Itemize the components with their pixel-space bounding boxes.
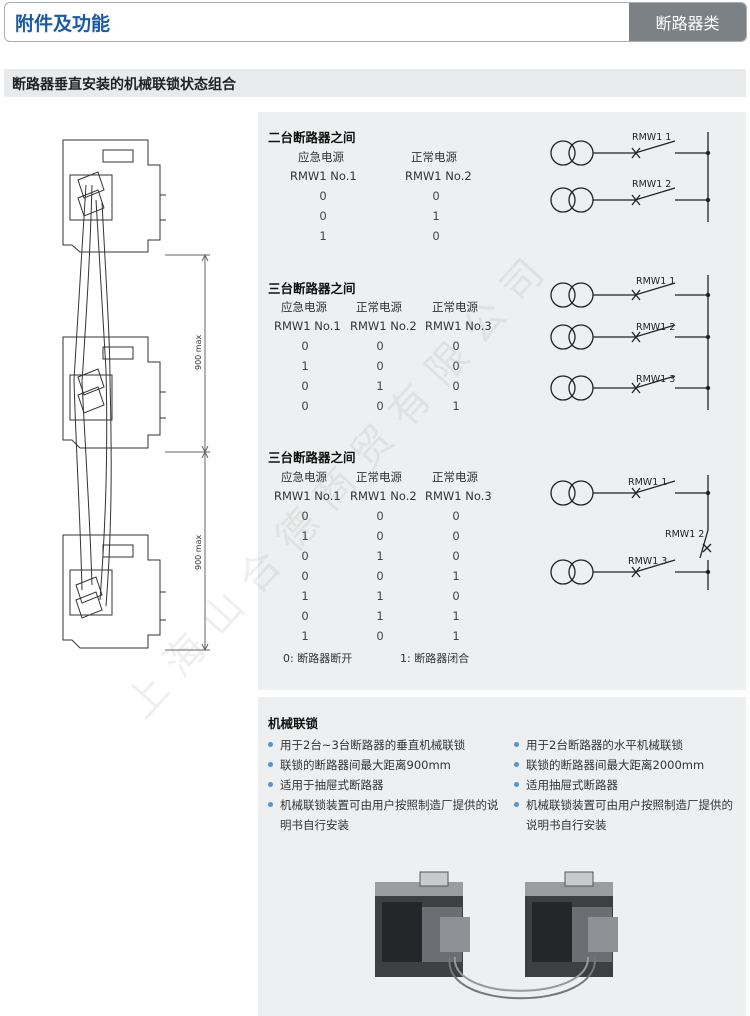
table-cell: 0 bbox=[319, 189, 327, 203]
table-cell: 0 bbox=[452, 589, 460, 603]
diagram-label: RMW1 3 bbox=[636, 374, 675, 385]
table-cell: 0 bbox=[432, 189, 440, 203]
table-cell: 0 bbox=[301, 569, 309, 583]
table-header: 应急电源 bbox=[281, 300, 327, 314]
table-cell: 1 bbox=[301, 359, 309, 373]
table-cell: 0 bbox=[452, 339, 460, 353]
diagram-label: RMW1 3 bbox=[628, 556, 667, 567]
table-cell: 0 bbox=[376, 359, 384, 373]
feature-item: 联锁的断路器间最大距离900mm bbox=[268, 755, 503, 775]
features-list-left: 用于2台~3台断路器的垂直机械联锁 联锁的断路器间最大距离900mm 适用于抽屉… bbox=[268, 735, 503, 835]
diagram-label: RMW1 2 bbox=[665, 529, 704, 540]
table-header: 正常电源 bbox=[432, 470, 478, 484]
table-cell: 0 bbox=[452, 379, 460, 393]
features-list-right: 用于2台断路器的水平机械联锁 联锁的断路器间最大距离2000mm 适用抽屉式断路… bbox=[514, 735, 739, 835]
three-breakers-title: 三台断路器之间 bbox=[268, 281, 356, 296]
table-header: 正常电源 bbox=[411, 150, 457, 164]
table-code: RMW1 No.1 bbox=[290, 169, 357, 183]
table-header: 应急电源 bbox=[298, 150, 344, 164]
page-title: 附件及功能 bbox=[15, 13, 111, 35]
feature-item: 适用于抽屉式断路器 bbox=[268, 775, 503, 795]
table-header: 正常电源 bbox=[356, 300, 402, 314]
table-cell: 0 bbox=[452, 529, 460, 543]
dimension-label-1: 900 max bbox=[194, 334, 203, 370]
table-cell: 0 bbox=[301, 509, 309, 523]
features-title: 机械联锁 bbox=[268, 716, 319, 731]
diagram-label: RMW1 2 bbox=[632, 179, 671, 190]
table-cell: 0 bbox=[301, 379, 309, 393]
table-cell: 1 bbox=[376, 589, 384, 603]
table-cell: 0 bbox=[376, 569, 384, 583]
diagram-label: RMW1 1 bbox=[636, 276, 675, 287]
diagram-label: RMW1 1 bbox=[628, 477, 667, 488]
table-code: RMW1 No.1 bbox=[274, 319, 341, 333]
feature-item: 机械联锁装置可由用户按照制造厂提供的说明书自行安装 bbox=[268, 795, 503, 835]
table-code: RMW1 No.1 bbox=[274, 489, 341, 503]
category-tag: 断路器类 bbox=[629, 3, 746, 41]
header-bar: 附件及功能 断路器类 bbox=[4, 2, 747, 42]
table-code: RMW1 No.3 bbox=[425, 319, 492, 333]
table-cell: 1 bbox=[376, 549, 384, 563]
table-cell: 0 bbox=[319, 209, 327, 223]
section-header: 断路器垂直安装的机械联锁状态组合 bbox=[4, 69, 746, 97]
table-cell: 1 bbox=[452, 609, 460, 623]
table-cell: 0 bbox=[376, 629, 384, 643]
table-cell: 1 bbox=[432, 209, 440, 223]
table-cell: 0 bbox=[301, 339, 309, 353]
two-breakers-title: 二台断路器之间 bbox=[268, 130, 356, 145]
table-code: RMW1 No.2 bbox=[350, 489, 417, 503]
diagram-label: RMW1 1 bbox=[632, 132, 671, 143]
feature-item: 用于2台断路器的水平机械联锁 bbox=[514, 735, 739, 755]
mechanical-interlock-panel bbox=[258, 697, 746, 1016]
table-cell: 0 bbox=[376, 399, 384, 413]
table-cell: 1 bbox=[452, 399, 460, 413]
three-breakers-title: 三台断路器之间 bbox=[268, 450, 356, 465]
table-code: RMW1 No.2 bbox=[350, 319, 417, 333]
legend-open: 0: 断路器断开 bbox=[283, 652, 353, 665]
table-cell: 0 bbox=[376, 529, 384, 543]
table-header: 应急电源 bbox=[281, 470, 327, 484]
table-cell: 1 bbox=[452, 569, 460, 583]
table-cell: 0 bbox=[452, 509, 460, 523]
interlock-product-photo bbox=[375, 871, 618, 1000]
legend-closed: 1: 断路器闭合 bbox=[400, 652, 470, 665]
table-cell: 0 bbox=[452, 549, 460, 563]
table-cell: 1 bbox=[301, 529, 309, 543]
interlock-states-panel bbox=[258, 112, 746, 690]
table-cell: 1 bbox=[376, 609, 384, 623]
table-cell: 1 bbox=[301, 629, 309, 643]
section-title: 断路器垂直安装的机械联锁状态组合 bbox=[12, 77, 236, 93]
feature-item: 机械联锁装置可由用户按照制造厂提供的说明书自行安装 bbox=[514, 795, 739, 835]
table-cell: 0 bbox=[452, 359, 460, 373]
table-cell: 1 bbox=[319, 229, 327, 243]
table-cell: 0 bbox=[432, 229, 440, 243]
table-cell: 0 bbox=[301, 609, 309, 623]
table-cell: 0 bbox=[301, 399, 309, 413]
diagram-label: RMW1 2 bbox=[636, 322, 675, 333]
interlock-diagrams: RMW1 1 RMW1 2 RMW1 1 RMW1 2 RMW1 3 RMW1 … bbox=[550, 132, 712, 590]
feature-item: 用于2台~3台断路器的垂直机械联锁 bbox=[268, 735, 503, 755]
table-code: RMW1 No.2 bbox=[405, 169, 472, 183]
table-code: RMW1 No.3 bbox=[425, 489, 492, 503]
table-header: 正常电源 bbox=[356, 470, 402, 484]
table-cell: 1 bbox=[452, 629, 460, 643]
table-cell: 0 bbox=[301, 549, 309, 563]
feature-item: 联锁的断路器间最大距离2000mm bbox=[514, 755, 739, 775]
vertical-interlock-drawing: 900 max 900 max bbox=[62, 139, 210, 652]
table-cell: 0 bbox=[376, 509, 384, 523]
table-cell: 0 bbox=[376, 339, 384, 353]
table-header: 正常电源 bbox=[432, 300, 478, 314]
table-cell: 1 bbox=[301, 589, 309, 603]
feature-item: 适用抽屉式断路器 bbox=[514, 775, 739, 795]
table-cell: 1 bbox=[376, 379, 384, 393]
dimension-label-2: 900 max bbox=[194, 534, 203, 570]
